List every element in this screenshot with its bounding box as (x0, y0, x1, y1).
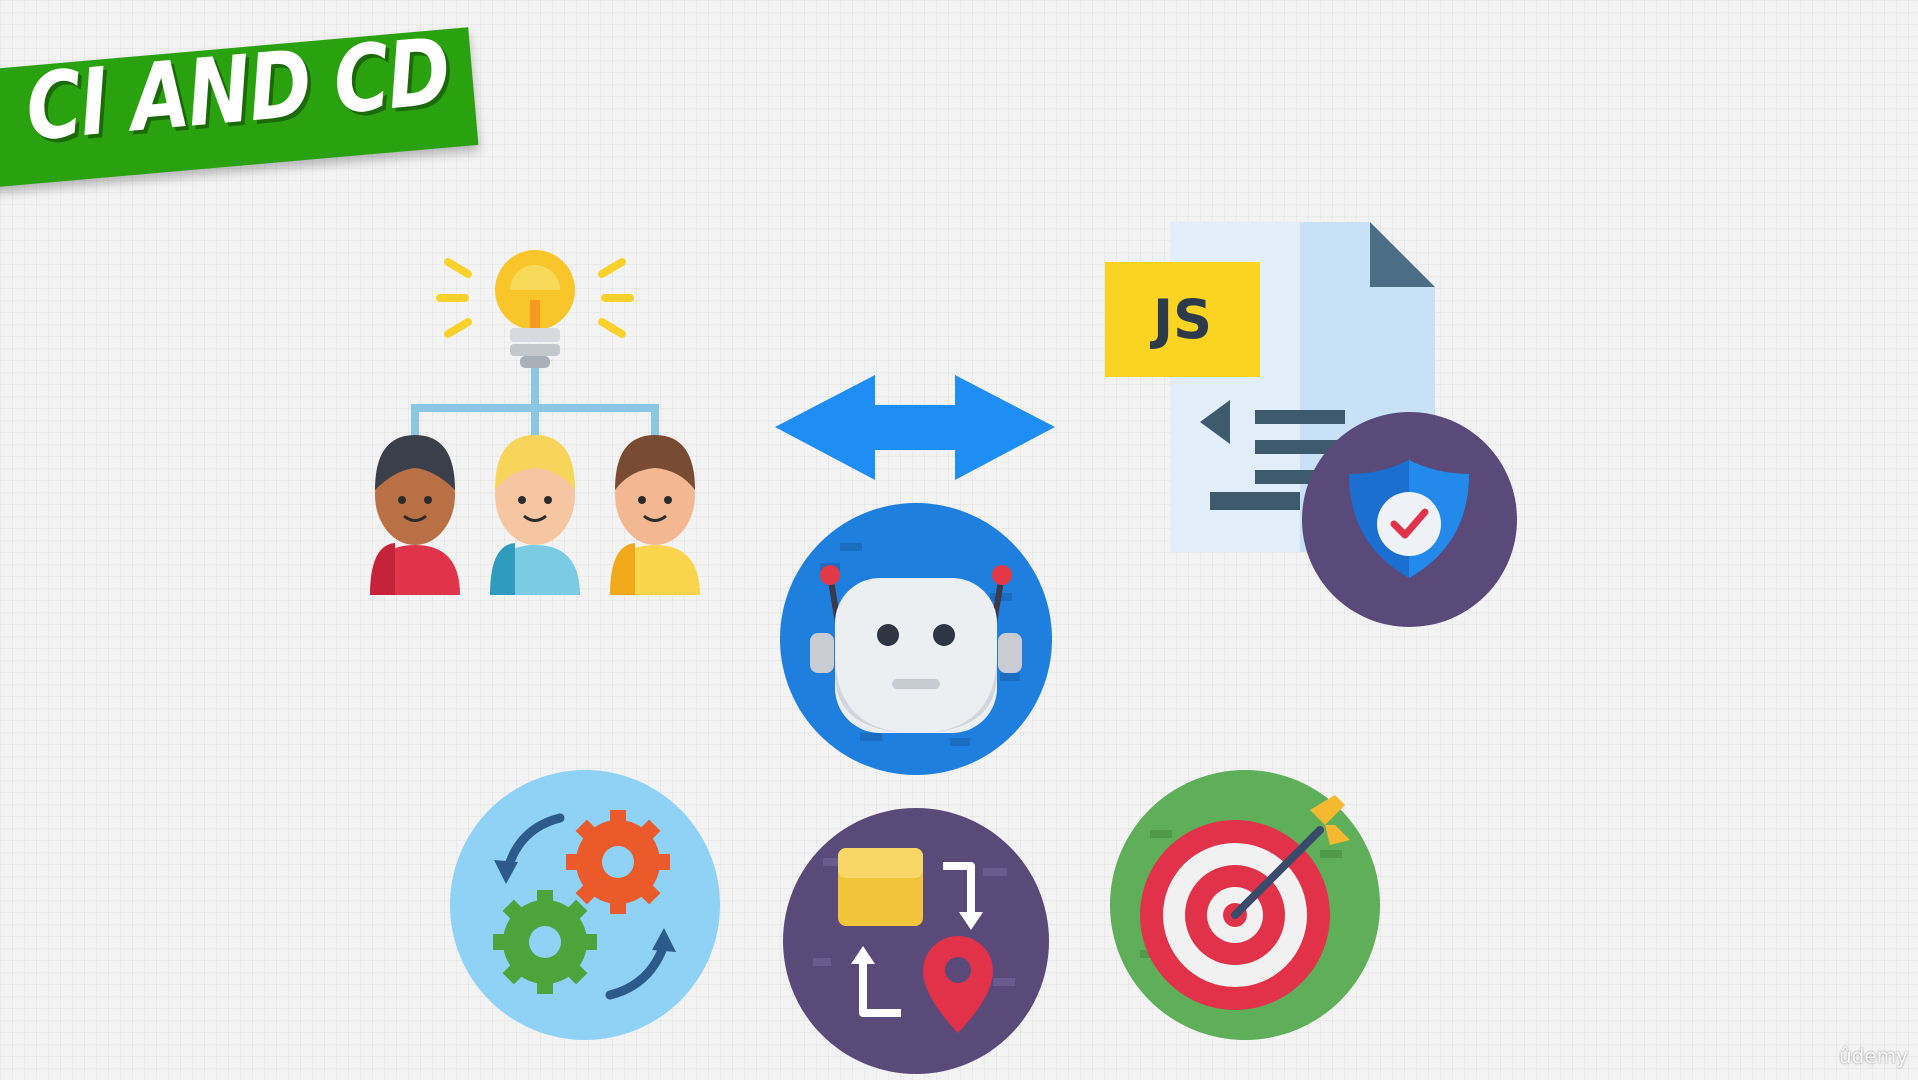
robot-icon (780, 503, 1052, 775)
js-badge-label: JS (1153, 288, 1212, 351)
delivery-workflow-icon (783, 808, 1049, 1074)
double-arrow-icon (775, 375, 1055, 480)
target-icon (1110, 770, 1380, 1040)
udemy-watermark: ûdemy (1839, 1044, 1908, 1068)
security-shield-icon (1302, 412, 1517, 627)
team-idea-icon (360, 250, 710, 600)
automation-gears-icon (450, 770, 720, 1040)
